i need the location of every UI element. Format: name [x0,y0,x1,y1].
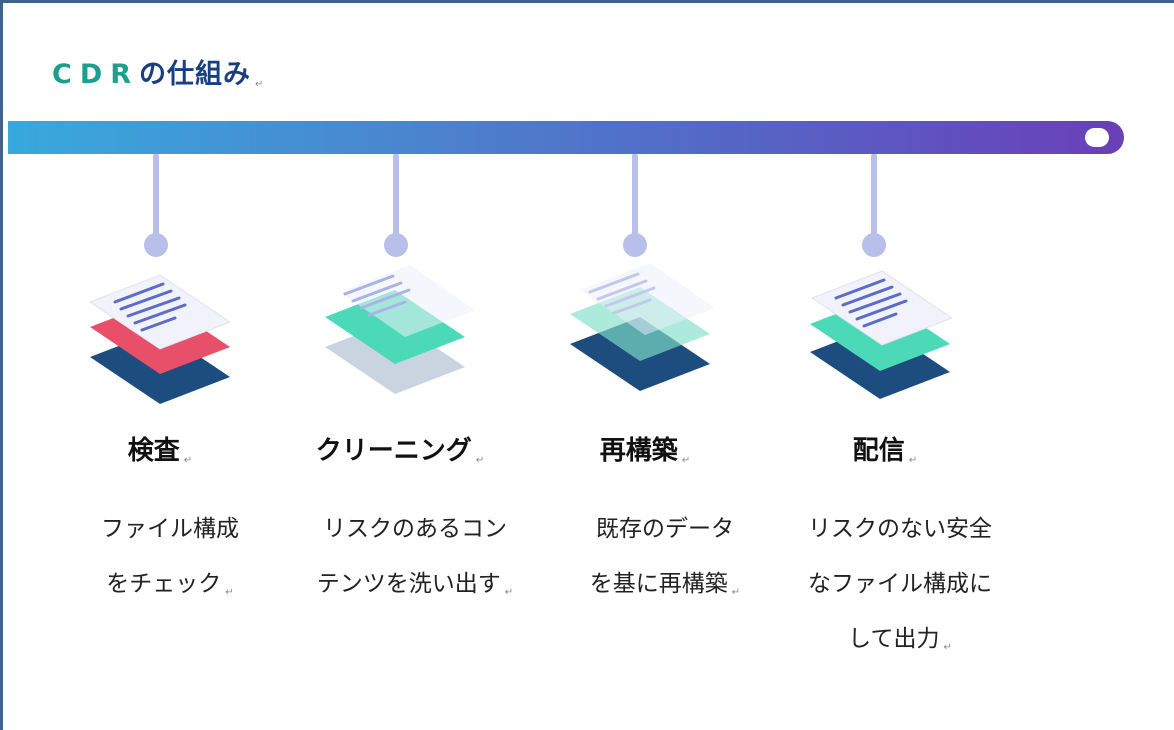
step-1-desc-line-2: をチェック [106,571,222,597]
connector-node-4 [862,233,886,257]
document-stack-deliver-icon [810,270,954,399]
document-stack-inspect-icon [88,274,232,404]
connector-node-2 [384,233,408,257]
return-mark: ↵ [255,79,265,90]
step-4-title-text: 配信 [852,436,905,466]
return-mark: ↵ [681,455,691,466]
timeline-bar [8,121,1124,154]
connector-stem-2 [393,154,399,236]
return-mark: ↵ [475,455,485,466]
page-title: CDRの仕組み↵ [52,52,264,91]
return-mark: ↵ [943,642,952,653]
step-4-desc-line-3: して出力 [848,626,940,652]
connector-stem-1 [153,154,159,236]
step-4-description: リスクのない安全 なファイル構成に して出力↵ [780,502,1020,675]
title-acronym: CDR [52,59,140,90]
document-stack-rebuild-icon [570,263,715,391]
connector-node-1 [144,233,168,257]
return-mark: ↵ [225,587,234,598]
timeline-end-cap [1085,128,1109,147]
step-2-description: リスクのあるコン テンツを洗い出す↵ [290,502,540,620]
connector-stem-4 [871,154,877,236]
step-1-title-text: 検査 [127,436,180,466]
step-2-desc-line-2: テンツを洗い出す [316,571,501,597]
step-4-title: 配信↵ [805,430,965,467]
return-mark: ↵ [504,587,514,598]
return-mark: ↵ [183,455,193,466]
step-2-desc-line-1: リスクのあるコン [323,516,507,542]
step-3-desc-line-1: 既存のデータ [596,516,734,542]
step-2-title-text: クリーニング [315,436,472,466]
step-4-desc-line-1: リスクのない安全 [808,516,992,542]
step-3-desc-line-2: を基に再構築 [589,571,728,597]
step-3-title: 再構築↵ [565,430,725,467]
step-3-description: 既存のデータ を基に再構築↵ [565,502,765,620]
title-rest: の仕組み [139,59,252,90]
step-1-title: 検査↵ [80,430,240,467]
step-3-title-text: 再構築 [599,436,678,466]
connector-stem-3 [632,154,638,236]
document-stack-clean-icon [325,265,475,394]
step-4-desc-line-2: なファイル構成に [808,571,992,597]
return-mark: ↵ [908,455,918,466]
return-mark: ↵ [731,587,741,598]
step-2-title: クリーニング↵ [290,430,510,467]
step-1-desc-line-1: ファイル構成 [101,516,239,542]
step-1-description: ファイル構成 をチェック↵ [70,502,270,620]
connector-node-3 [623,233,647,257]
